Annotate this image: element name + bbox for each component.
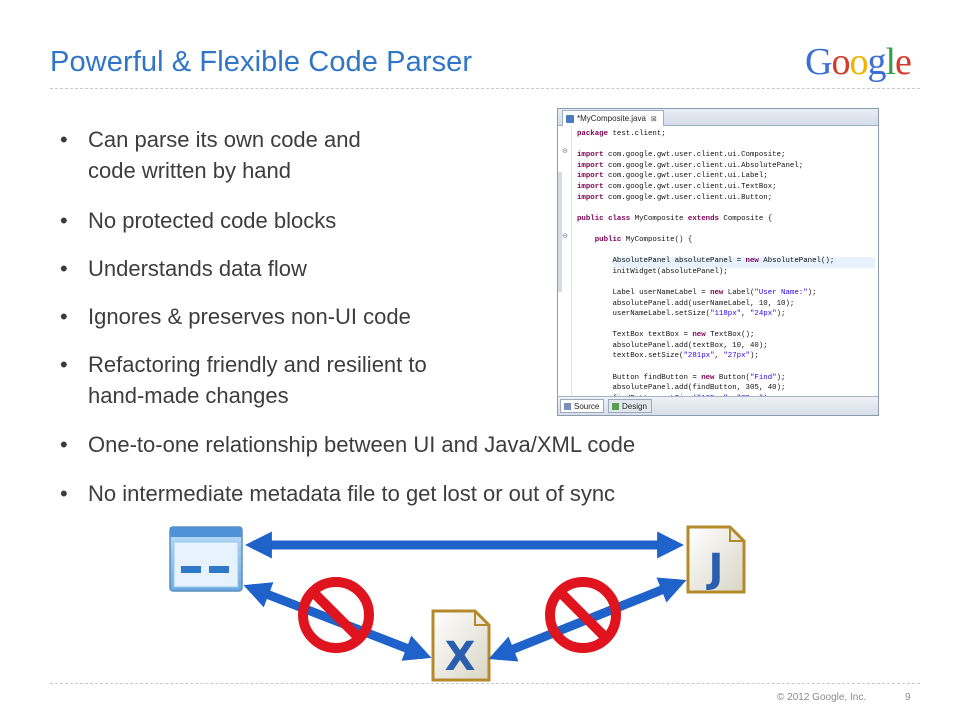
bullet-text: Ignores & preserves non-UI code <box>88 304 411 329</box>
code-text: package test.client; import com.google.g… <box>577 129 834 404</box>
fold-toggle-icon[interactable]: ⊖ <box>562 233 568 240</box>
code-line: absolutePanel.add(userNameLabel, 10, 10)… <box>577 299 795 308</box>
editor-mode-tabs: Source Design <box>558 396 878 415</box>
fold-toggle-icon[interactable]: ⊖ <box>562 148 568 155</box>
prohibited-icon <box>545 577 621 653</box>
xml-letter: X <box>445 634 476 680</box>
ide-screenshot: *MyComposite.java ⊠ ⊖ ⊖ package test.clie… <box>557 108 879 416</box>
code-line <box>577 224 834 235</box>
code-line: import com.google.gwt.user.client.ui.Lab… <box>577 172 768 181</box>
footer-divider <box>50 683 920 684</box>
google-logo: Google <box>805 40 912 84</box>
code-line <box>577 277 834 288</box>
code-editor[interactable]: ⊖ ⊖ package test.client; import com.goog… <box>558 126 878 403</box>
code-line <box>577 140 834 151</box>
editor-tab[interactable]: *MyComposite.java ⊠ <box>562 110 664 126</box>
code-line: Button findButton = new Button("Find"); <box>577 373 786 382</box>
code-line: userNameLabel.setSize("118px", "24px"); <box>577 310 786 319</box>
footer-copyright: © 2012 Google, Inc. <box>777 692 867 703</box>
code-line: import com.google.gwt.user.client.ui.Com… <box>577 151 786 160</box>
page-number: 9 <box>905 692 911 703</box>
logo-letter: G <box>805 41 832 83</box>
tab-design[interactable]: Design <box>608 399 652 413</box>
bullet-marker: • <box>60 304 68 329</box>
bullet-text: No protected code blocks <box>88 208 337 233</box>
bullet-text: One-to-one relationship between UI and J… <box>88 432 636 457</box>
code-line: initWidget(absolutePanel); <box>577 267 728 276</box>
ui-designer-icon <box>169 526 243 592</box>
code-line <box>577 320 834 331</box>
close-icon[interactable]: ⊠ <box>650 116 657 123</box>
code-line: package test.client; <box>577 130 666 138</box>
change-ruler <box>558 172 562 292</box>
code-line: import com.google.gwt.user.client.ui.Abs… <box>577 161 804 170</box>
bullet-text: hand-made changes <box>88 383 289 408</box>
logo-letter: e <box>895 41 912 83</box>
editor-tab-label: *MyComposite.java <box>577 114 646 123</box>
code-line: Label userNameLabel = new Label("User Na… <box>577 288 817 297</box>
java-file-icon: J <box>686 525 746 594</box>
design-icon <box>612 403 619 410</box>
slide-title: Powerful & Flexible Code Parser <box>50 46 473 78</box>
java-file-icon <box>566 115 574 123</box>
tab-source-label: Source <box>574 402 600 411</box>
code-line: import com.google.gwt.user.client.ui.But… <box>577 193 773 202</box>
code-line: public class MyComposite extends Composi… <box>577 214 773 223</box>
code-line: absolutePanel.add(textBox, 10, 40); <box>577 341 768 350</box>
bullet-marker: • <box>60 127 68 152</box>
title-divider <box>50 88 920 89</box>
logo-letter: o <box>849 41 868 83</box>
bullet-text: code written by hand <box>88 158 292 183</box>
tab-design-label: Design <box>622 402 647 411</box>
bullet-marker: • <box>60 432 68 457</box>
current-line-highlight <box>613 257 875 268</box>
code-line: absolutePanel.add(findButton, 305, 40); <box>577 384 786 393</box>
bullet-text: Can parse its own code and <box>88 127 361 152</box>
bullet-text: No intermediate metadata file to get los… <box>88 481 616 506</box>
bullet-marker: • <box>60 256 68 281</box>
bullet-text: Refactoring friendly and resilient to <box>88 352 427 377</box>
java-letter: J <box>706 546 724 592</box>
prohibited-icon <box>298 577 374 653</box>
bullet-marker: • <box>60 208 68 233</box>
xml-file-icon: X <box>431 609 491 682</box>
code-line: AbsolutePanel absolutePanel = new Absolu… <box>577 257 835 266</box>
bullet-text: Understands data flow <box>88 256 307 281</box>
bullet-marker: • <box>60 481 68 506</box>
code-line <box>577 362 834 373</box>
bullet-marker: • <box>60 352 68 377</box>
logo-letter: o <box>831 41 850 83</box>
editor-tab-bar: *MyComposite.java ⊠ <box>558 109 878 126</box>
code-line: public MyComposite() { <box>594 235 693 244</box>
code-line <box>577 246 834 257</box>
tab-source[interactable]: Source <box>560 399 605 413</box>
source-icon <box>564 403 571 410</box>
code-line: TextBox textBox = new TextBox(); <box>577 331 755 340</box>
code-line: textBox.setSize("281px", "27px"); <box>577 352 759 361</box>
code-line <box>577 203 834 214</box>
logo-letter: l <box>885 41 896 83</box>
logo-letter: g <box>867 41 886 83</box>
code-line: import com.google.gwt.user.client.ui.Tex… <box>577 182 777 191</box>
